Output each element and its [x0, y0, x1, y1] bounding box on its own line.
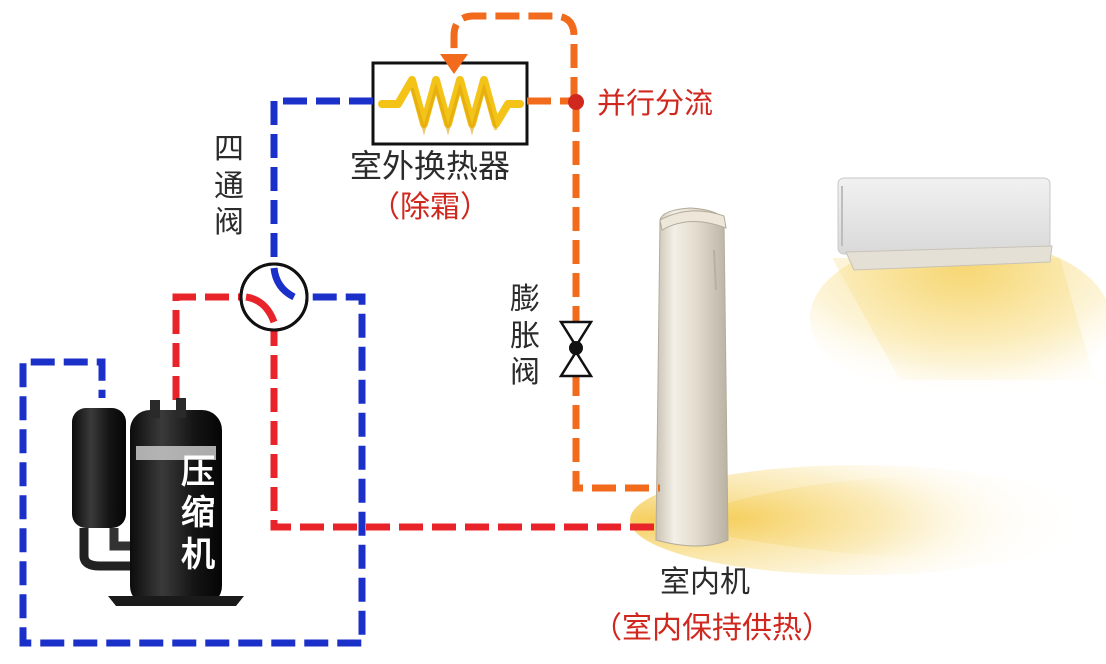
indoor-unit-label: 室内机 — [660, 565, 750, 600]
defrost-label: （除霜） — [370, 190, 490, 225]
blue-pipe-exchanger-to-valve — [270, 97, 373, 268]
floor-unit-top — [659, 210, 727, 231]
wall-ac-vent — [845, 245, 1053, 271]
split-arrow — [440, 54, 468, 74]
blue-pipe-valve-loop — [19, 282, 366, 647]
orange-pipe-to-indoor — [572, 108, 660, 492]
floor-unit-warm-air — [720, 476, 1000, 560]
heat-exchanger-label: 室外换热器 — [350, 147, 511, 185]
expansion-valve-label: 膨胀阀 — [510, 282, 540, 391]
wall-unit-glow — [810, 238, 1106, 398]
parallel-split-node — [568, 94, 584, 110]
hot-pipes — [172, 293, 662, 531]
floor-unit-body — [655, 207, 729, 547]
four-way-valve — [239, 262, 309, 332]
compressor-accumulator — [72, 408, 126, 528]
red-pipe-valve-to-indoor — [270, 322, 662, 531]
compressor — [72, 398, 244, 606]
orange-pipe-top-loop — [450, 12, 578, 101]
heat-exchanger-coil — [378, 76, 524, 128]
split-pipes — [450, 12, 660, 492]
expansion-valve — [558, 320, 594, 378]
parallel-split-label: 并行分流 — [597, 86, 714, 120]
heat-exchanger-coil-shadow — [410, 82, 498, 136]
wall-ac-body — [837, 177, 1051, 255]
compressor-label: 压缩机 — [181, 452, 215, 575]
indoor-heating-label: （室内保持供热） — [592, 611, 832, 646]
floor-standing-unit — [655, 207, 729, 547]
cold-pipes — [19, 97, 373, 647]
wall-ac-unit — [837, 177, 1053, 271]
heat-exchanger — [371, 61, 529, 146]
four-way-valve-label: 四通阀 — [214, 132, 244, 241]
red-pipe-compressor-to-valve — [172, 293, 275, 400]
